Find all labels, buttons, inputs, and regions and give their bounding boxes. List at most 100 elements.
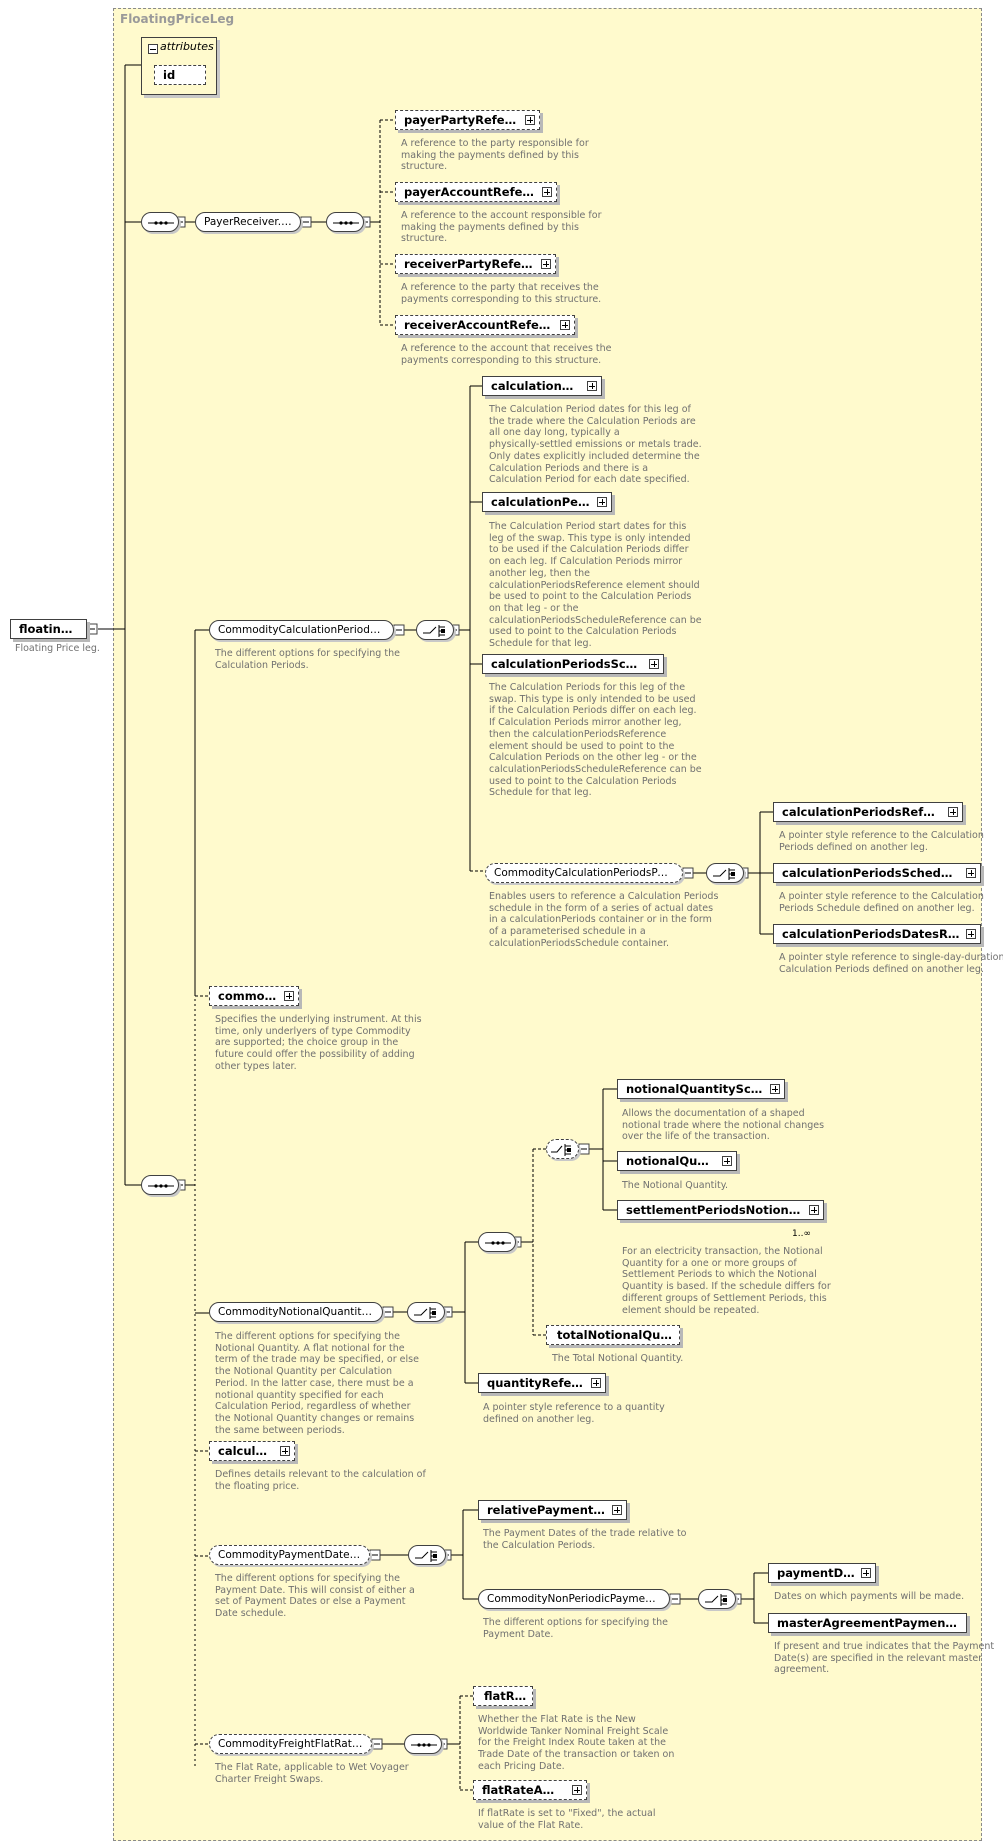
element-name: paymentDates (777, 1566, 872, 1580)
element-totalnotionalquantity[interactable]: totalNotionalQuantity (546, 1325, 680, 1345)
plus-icon[interactable] (280, 1446, 290, 1456)
element-name: relativePaymentDates (487, 1503, 627, 1517)
attribute-id[interactable]: id (154, 65, 206, 85)
element-receiveraccountreference[interactable]: receiverAccountReference (395, 315, 575, 335)
element-name: flatRateAmount (482, 1783, 585, 1797)
element-paymentdates[interactable]: paymentDates (768, 1563, 876, 1583)
element-description: For an electricity transaction, the Noti… (622, 1246, 831, 1316)
element-name: calculationPeriodsScheduleRef... (782, 866, 981, 880)
element-name: calculationPeriods (491, 495, 611, 509)
element-description: A pointer style reference to the Calcula… (779, 830, 984, 853)
element-description: Dates on which payments will be made. (774, 1591, 965, 1602)
plus-icon[interactable] (587, 381, 597, 391)
element-description: A pointer style reference to a quantity … (483, 1402, 665, 1425)
plus-icon[interactable] (612, 1505, 622, 1515)
sequence-icon[interactable] (404, 1734, 442, 1754)
element-receiverpartyreference[interactable]: receiverPartyReference (395, 254, 556, 274)
sequence-icon[interactable] (326, 212, 364, 232)
element-description: A pointer style reference to single-day-… (779, 952, 1003, 975)
sequence-icon[interactable] (478, 1232, 516, 1252)
root-element-name: floatingLeg (19, 622, 87, 636)
element-calculationperiodsschedulereference[interactable]: calculationPeriodsScheduleRef... (773, 863, 981, 883)
element-description: The Calculation Period dates for this le… (489, 404, 702, 486)
element-payerpartyreference[interactable]: payerPartyReference (395, 110, 540, 130)
choice-icon[interactable] (698, 1589, 736, 1609)
model-group-payer-receiver[interactable]: PayerReceiver.model (195, 212, 301, 232)
element-name: notionalQuantity (626, 1154, 736, 1168)
element-quantityreference[interactable]: quantityReference (478, 1373, 606, 1393)
model-group-calculation-periods[interactable]: CommodityCalculationPeriods.model (209, 620, 394, 640)
element-masteragreementpaymentdates[interactable]: masterAgreementPaymentDates (768, 1613, 967, 1633)
element-calculation[interactable]: calculation (209, 1441, 295, 1461)
plus-icon[interactable] (809, 1205, 819, 1215)
plus-icon[interactable] (591, 1378, 601, 1388)
element-calculationperiodsreference[interactable]: calculationPeriodsReference (773, 802, 963, 822)
root-element-floatingleg[interactable]: floatingLeg (10, 619, 87, 639)
element-name: flatRate (484, 1689, 533, 1703)
element-description: Allows the documentation of a shaped not… (622, 1108, 825, 1143)
model-description: The different options for specifying the… (215, 1573, 415, 1620)
element-name: totalNotionalQuantity (557, 1328, 680, 1342)
model-description: Enables users to reference a Calculation… (489, 891, 719, 949)
element-flatrate[interactable]: flatRate (473, 1686, 533, 1706)
model-group-freight-flat-rate[interactable]: CommodityFreightFlatRate.model (209, 1734, 372, 1754)
plus-icon[interactable] (597, 497, 607, 507)
choice-icon[interactable] (407, 1302, 445, 1322)
element-description: Specifies the underlying instrument. At … (215, 1014, 422, 1072)
model-description: The Flat Rate, applicable to Wet Voyager… (215, 1762, 409, 1785)
element-name: notionalQuantitySchedule (626, 1082, 785, 1096)
element-calculationdates[interactable]: calculationDates (482, 376, 602, 396)
model-group-payment-dates[interactable]: CommodityPaymentDates.model (209, 1545, 370, 1565)
element-name: calculationPeriodsDatesRefere... (782, 927, 981, 941)
choice-icon[interactable] (416, 620, 454, 640)
plus-icon[interactable] (966, 868, 976, 878)
plus-icon[interactable] (948, 807, 958, 817)
element-description: The Calculation Periods for this leg of … (489, 682, 702, 799)
sequence-icon[interactable] (141, 212, 179, 232)
element-flatrateamount[interactable]: flatRateAmount (473, 1780, 587, 1800)
element-description: If flatRate is set to "Fixed", the actua… (478, 1808, 656, 1831)
element-settlementperiodsnotionalquantity[interactable]: settlementPeriodsNotionalQua... (617, 1200, 824, 1220)
element-relativepaymentdates[interactable]: relativePaymentDates (478, 1500, 627, 1520)
plus-icon[interactable] (541, 259, 551, 269)
plus-icon[interactable] (560, 320, 570, 330)
plus-icon[interactable] (284, 991, 294, 1001)
element-description: A pointer style reference to the Calcula… (779, 891, 984, 914)
plus-icon[interactable] (770, 1084, 780, 1094)
element-name: settlementPeriodsNotionalQua... (626, 1203, 824, 1217)
model-group-notional-quantity[interactable]: CommodityNotionalQuantity.model (209, 1302, 383, 1322)
element-description: Whether the Flat Rate is the New Worldwi… (478, 1714, 675, 1772)
plus-icon[interactable] (649, 659, 659, 669)
element-name: calculationPeriodsReference (782, 805, 963, 819)
element-notionalquantity[interactable]: notionalQuantity (617, 1151, 737, 1171)
plus-icon[interactable] (542, 187, 552, 197)
plus-icon[interactable] (966, 929, 976, 939)
element-notionalquantityschedule[interactable]: notionalQuantitySchedule (617, 1079, 785, 1099)
model-group-non-periodic-payment-dates[interactable]: CommodityNonPeriodicPaymentDates.... (478, 1589, 670, 1609)
plus-icon[interactable] (722, 1156, 732, 1166)
plus-icon[interactable] (525, 115, 535, 125)
element-name: receiverAccountReference (404, 318, 575, 332)
element-commodity[interactable]: commodity (209, 986, 299, 1006)
element-calculationperiodsdatesreference[interactable]: calculationPeriodsDatesRefere... (773, 924, 981, 944)
element-calculationperiods[interactable]: calculationPeriods (482, 492, 612, 512)
plus-icon[interactable] (572, 1785, 582, 1795)
choice-icon[interactable] (408, 1545, 446, 1565)
sequence-icon[interactable] (141, 1175, 179, 1195)
element-name: payerAccountReference (404, 185, 557, 199)
plus-icon[interactable] (861, 1568, 871, 1578)
element-payeraccountreference[interactable]: payerAccountReference (395, 182, 557, 202)
choice-icon[interactable] (546, 1139, 579, 1159)
occurrence-label: 1..∞ (792, 1229, 811, 1239)
minus-icon[interactable] (148, 44, 158, 54)
root-description: Floating Price leg. (15, 643, 100, 654)
element-description: A reference to the account that receives… (401, 343, 612, 366)
attributes-label: attributes (160, 40, 214, 53)
element-name: calculation (218, 1444, 289, 1458)
element-calculationperiodsschedule[interactable]: calculationPeriodsSchedule (482, 654, 664, 674)
model-group-calculation-periods-pointer[interactable]: CommodityCalculationPeriodsPointer.... (485, 863, 683, 883)
model-description: The different options for specifying the… (483, 1617, 668, 1640)
element-description: A reference to the party that receives t… (401, 282, 602, 305)
element-description: A reference to the party responsible for… (401, 138, 589, 173)
choice-icon[interactable] (706, 863, 744, 883)
